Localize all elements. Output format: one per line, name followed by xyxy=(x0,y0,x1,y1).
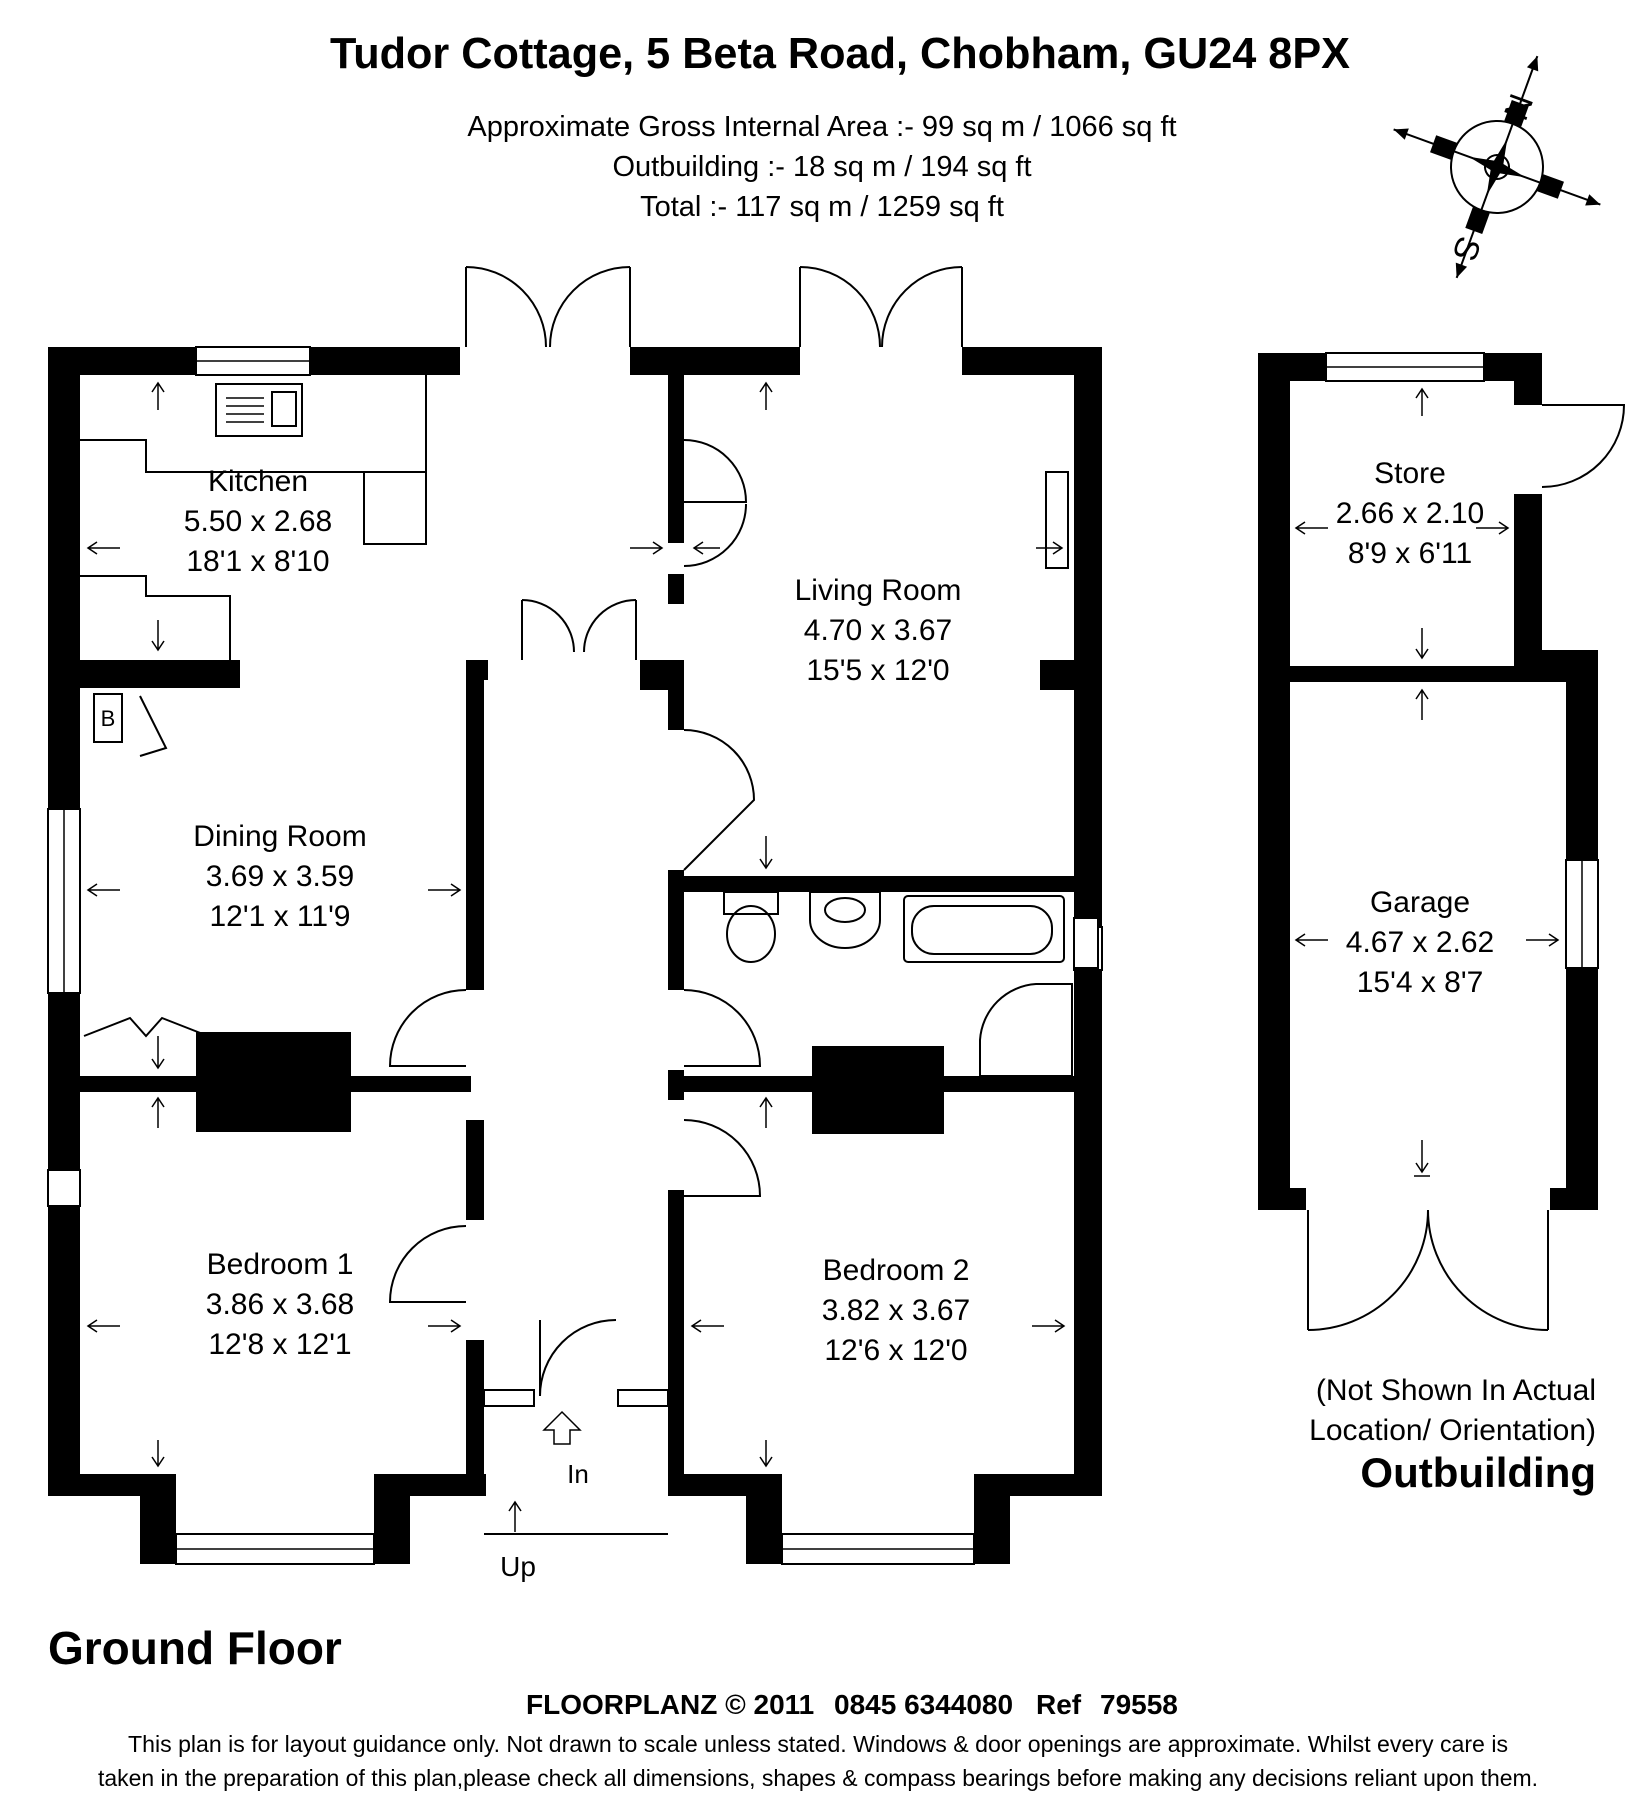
door-swings xyxy=(83,266,963,1535)
disclaimer-line-2: taken in the preparation of this plan,pl… xyxy=(98,1765,1538,1791)
toilet-cistern-icon xyxy=(723,891,779,915)
store-metric: 2.66 x 2.10 xyxy=(1336,497,1484,530)
kitchen-metric: 5.50 x 2.68 xyxy=(184,505,332,538)
outbuilding-windows xyxy=(1325,352,1599,969)
bedroom-1-imperial: 12'8 x 12'1 xyxy=(208,1328,351,1361)
compass-north-label: N xyxy=(1496,89,1540,125)
bedroom-2-imperial: 12'6 x 12'0 xyxy=(824,1334,967,1367)
kitchen-fittings: B xyxy=(80,375,427,743)
outbuilding-note-line-1: (Not Shown In Actual xyxy=(1316,1374,1596,1407)
ground-floor-label: Ground Floor xyxy=(48,1622,342,1674)
basin-icon xyxy=(809,891,881,949)
ground-floor-walls xyxy=(48,347,1102,1564)
bath-icon xyxy=(903,895,1065,963)
disclaimer-line-1: This plan is for layout guidance only. N… xyxy=(128,1731,1508,1757)
outbuilding-walls xyxy=(1258,353,1598,1210)
footer-phone: 0845 6344080 xyxy=(834,1689,1013,1720)
store-name: Store xyxy=(1374,457,1446,490)
compass-icon: N S xyxy=(1393,55,1601,279)
step-up-label: Up xyxy=(500,1551,536,1582)
room-bedroom-1: Bedroom 1 3.86 x 3.68 12'8 x 12'1 xyxy=(206,1248,354,1361)
store-imperial: 8'9 x 6'11 xyxy=(1348,537,1472,570)
entrance-arrow-icon xyxy=(542,1410,582,1445)
footer-ref-label: Ref xyxy=(1036,1689,1082,1720)
boiler-label: B xyxy=(101,706,116,731)
total-area-line: Total :- 117 sq m / 1259 sq ft xyxy=(640,191,1004,223)
outbuilding-doors xyxy=(1307,404,1626,1331)
shower-tray-icon xyxy=(979,983,1073,1077)
boiler-icon xyxy=(93,693,123,743)
room-kitchen: Kitchen 5.50 x 2.68 18'1 x 8'10 xyxy=(184,465,332,578)
garage-name: Garage xyxy=(1370,886,1470,919)
room-dining-room: Dining Room 3.69 x 3.59 12'1 x 11'9 xyxy=(193,820,366,933)
footer-brand: FLOORPLANZ © 2011 xyxy=(526,1689,814,1720)
living-room-metric: 4.70 x 3.67 xyxy=(804,614,952,647)
bathroom-fittings xyxy=(723,891,1099,1077)
dimension-arrows xyxy=(86,381,1066,1532)
garage-metric: 4.67 x 2.62 xyxy=(1346,926,1494,959)
room-garage: Garage 4.67 x 2.62 15'4 x 8'7 xyxy=(1346,886,1494,999)
compass-south-label: S xyxy=(1444,232,1487,266)
outbuilding-area-line: Outbuilding :- 18 sq m / 194 sq ft xyxy=(612,151,1031,183)
bedroom-2-metric: 3.82 x 3.67 xyxy=(822,1294,970,1327)
toilet-icon xyxy=(726,905,776,963)
entrance-label: In xyxy=(567,1459,589,1489)
garage-imperial: 15'4 x 8'7 xyxy=(1357,966,1484,999)
room-store: Store 2.66 x 2.10 8'9 x 6'11 xyxy=(1336,457,1484,570)
kitchen-imperial: 18'1 x 8'10 xyxy=(186,545,329,578)
bedroom-2-name: Bedroom 2 xyxy=(823,1254,970,1287)
gross-area-line: Approximate Gross Internal Area :- 99 sq… xyxy=(467,111,1176,143)
bedroom-1-metric: 3.86 x 3.68 xyxy=(206,1288,354,1321)
dining-room-imperial: 12'1 x 11'9 xyxy=(209,900,350,933)
ground-floor-windows xyxy=(47,346,1103,1565)
dining-room-metric: 3.69 x 3.59 xyxy=(206,860,354,893)
room-bedroom-2: Bedroom 2 3.82 x 3.67 12'6 x 12'0 xyxy=(822,1254,970,1367)
kitchen-sink-icon xyxy=(215,383,303,437)
dining-room-name: Dining Room xyxy=(193,820,366,853)
outbuilding-label: Outbuilding xyxy=(1360,1449,1596,1496)
outbuilding-arrows xyxy=(1294,387,1560,1177)
bedroom-1-name: Bedroom 1 xyxy=(207,1248,354,1281)
room-living-room: Living Room 4.70 x 3.67 15'5 x 12'0 xyxy=(795,574,962,687)
property-title: Tudor Cottage, 5 Beta Road, Chobham, GU2… xyxy=(330,29,1350,78)
kitchen-name: Kitchen xyxy=(208,465,308,498)
living-room-name: Living Room xyxy=(795,574,962,607)
living-room-imperial: 15'5 x 12'0 xyxy=(806,654,949,687)
footer-ref: 79558 xyxy=(1100,1689,1178,1720)
outbuilding-note-line-2: Location/ Orientation) xyxy=(1309,1414,1596,1447)
